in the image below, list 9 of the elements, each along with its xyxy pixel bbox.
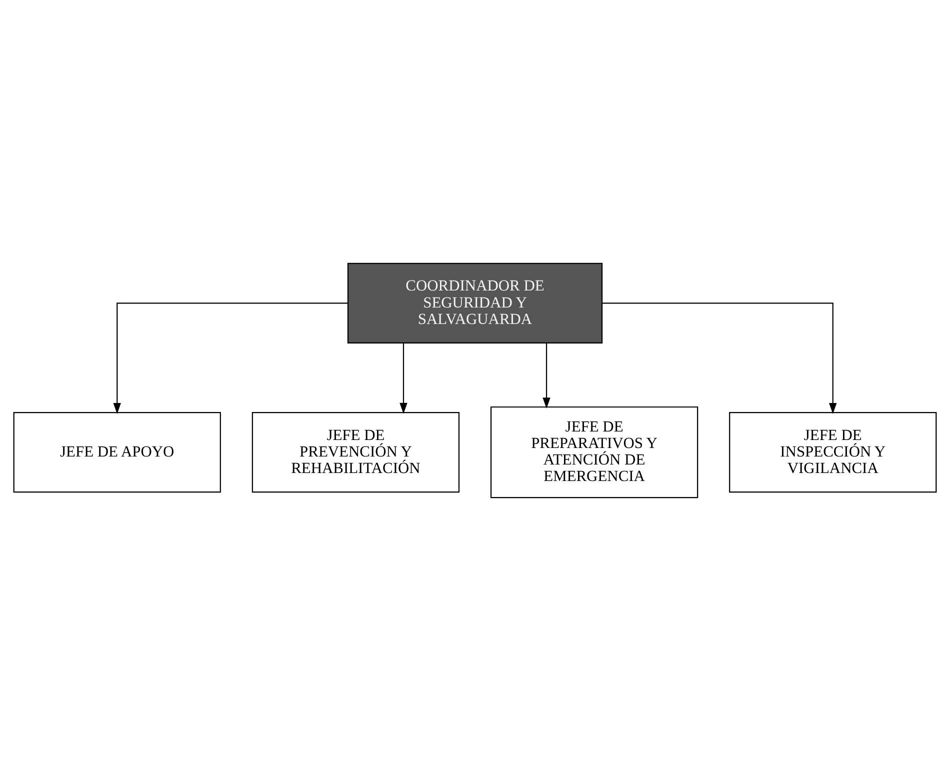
node-box: COORDINADOR DE SEGURIDAD Y SALVAGUARDA	[347, 262, 603, 343]
arrow	[542, 342, 550, 408]
node-box: JEFE DE INSPECCIÓN Y VIGILANCIA	[729, 411, 937, 492]
node-box: JEFE DE PREVENCIÓN Y REHABILITACIÓN	[252, 411, 460, 492]
node-box: JEFE DE PREPARATIVOS Y ATENCIÓN DE EMERGENCIA	[490, 406, 698, 498]
arrow	[400, 342, 408, 414]
arrow	[602, 302, 837, 414]
node-box: JEFE DE APOYO	[13, 411, 221, 492]
arrow	[113, 302, 348, 414]
